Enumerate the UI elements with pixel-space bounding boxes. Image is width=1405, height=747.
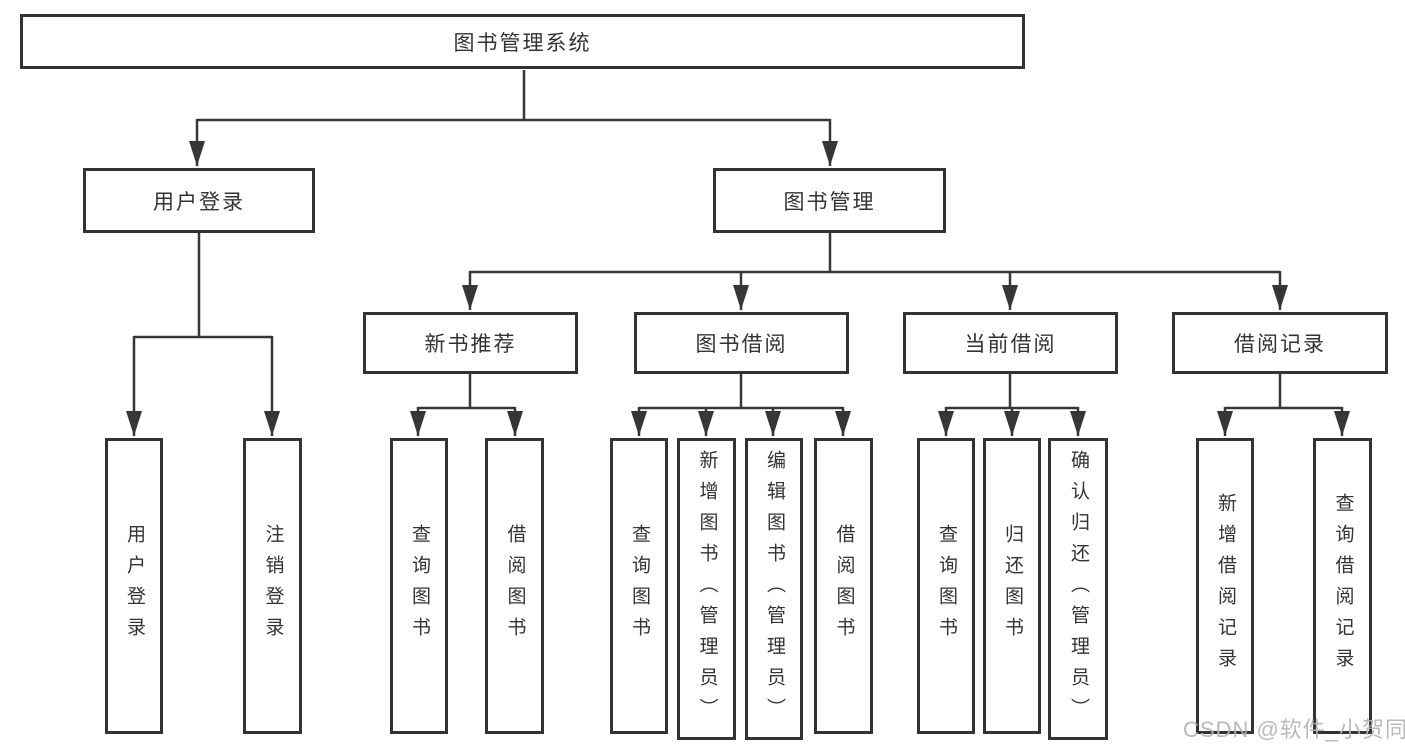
node-borrowing-records: 借阅记录 [1172, 312, 1388, 374]
leaf-add-borrowing-record: 新增借阅记录 [1196, 438, 1254, 734]
leaf-return-book: 归还图书 [983, 438, 1041, 734]
leaf-query-books-borrowing: 查询图书 [610, 438, 668, 734]
node-user-login: 用户登录 [83, 168, 315, 233]
node-book-management: 图书管理 [713, 168, 946, 233]
csdn-watermark: CSDN @软件_小贺同学 [1183, 717, 1405, 742]
leaf-add-book-admin: 新增图书（管理员） [677, 438, 736, 740]
leaf-logout: 注销登录 [243, 438, 302, 734]
leaf-query-books-recommendation: 查询图书 [390, 438, 448, 734]
node-book-borrowing: 图书借阅 [634, 312, 849, 374]
leaf-query-books-current: 查询图书 [917, 438, 975, 734]
leaf-borrow-books-recommendation: 借阅图书 [485, 438, 544, 734]
node-library-management-system: 图书管理系统 [20, 14, 1025, 69]
leaf-borrow-books-borrowing: 借阅图书 [814, 438, 873, 734]
node-new-book-recommendation: 新书推荐 [363, 312, 578, 374]
leaf-edit-book-admin: 编辑图书（管理员） [745, 438, 803, 740]
leaf-confirm-return-admin: 确认归还（管理员） [1048, 438, 1108, 740]
leaf-query-borrowing-record: 查询借阅记录 [1313, 438, 1372, 734]
node-current-borrowing: 当前借阅 [903, 312, 1118, 374]
leaf-user-login: 用户登录 [105, 438, 163, 734]
